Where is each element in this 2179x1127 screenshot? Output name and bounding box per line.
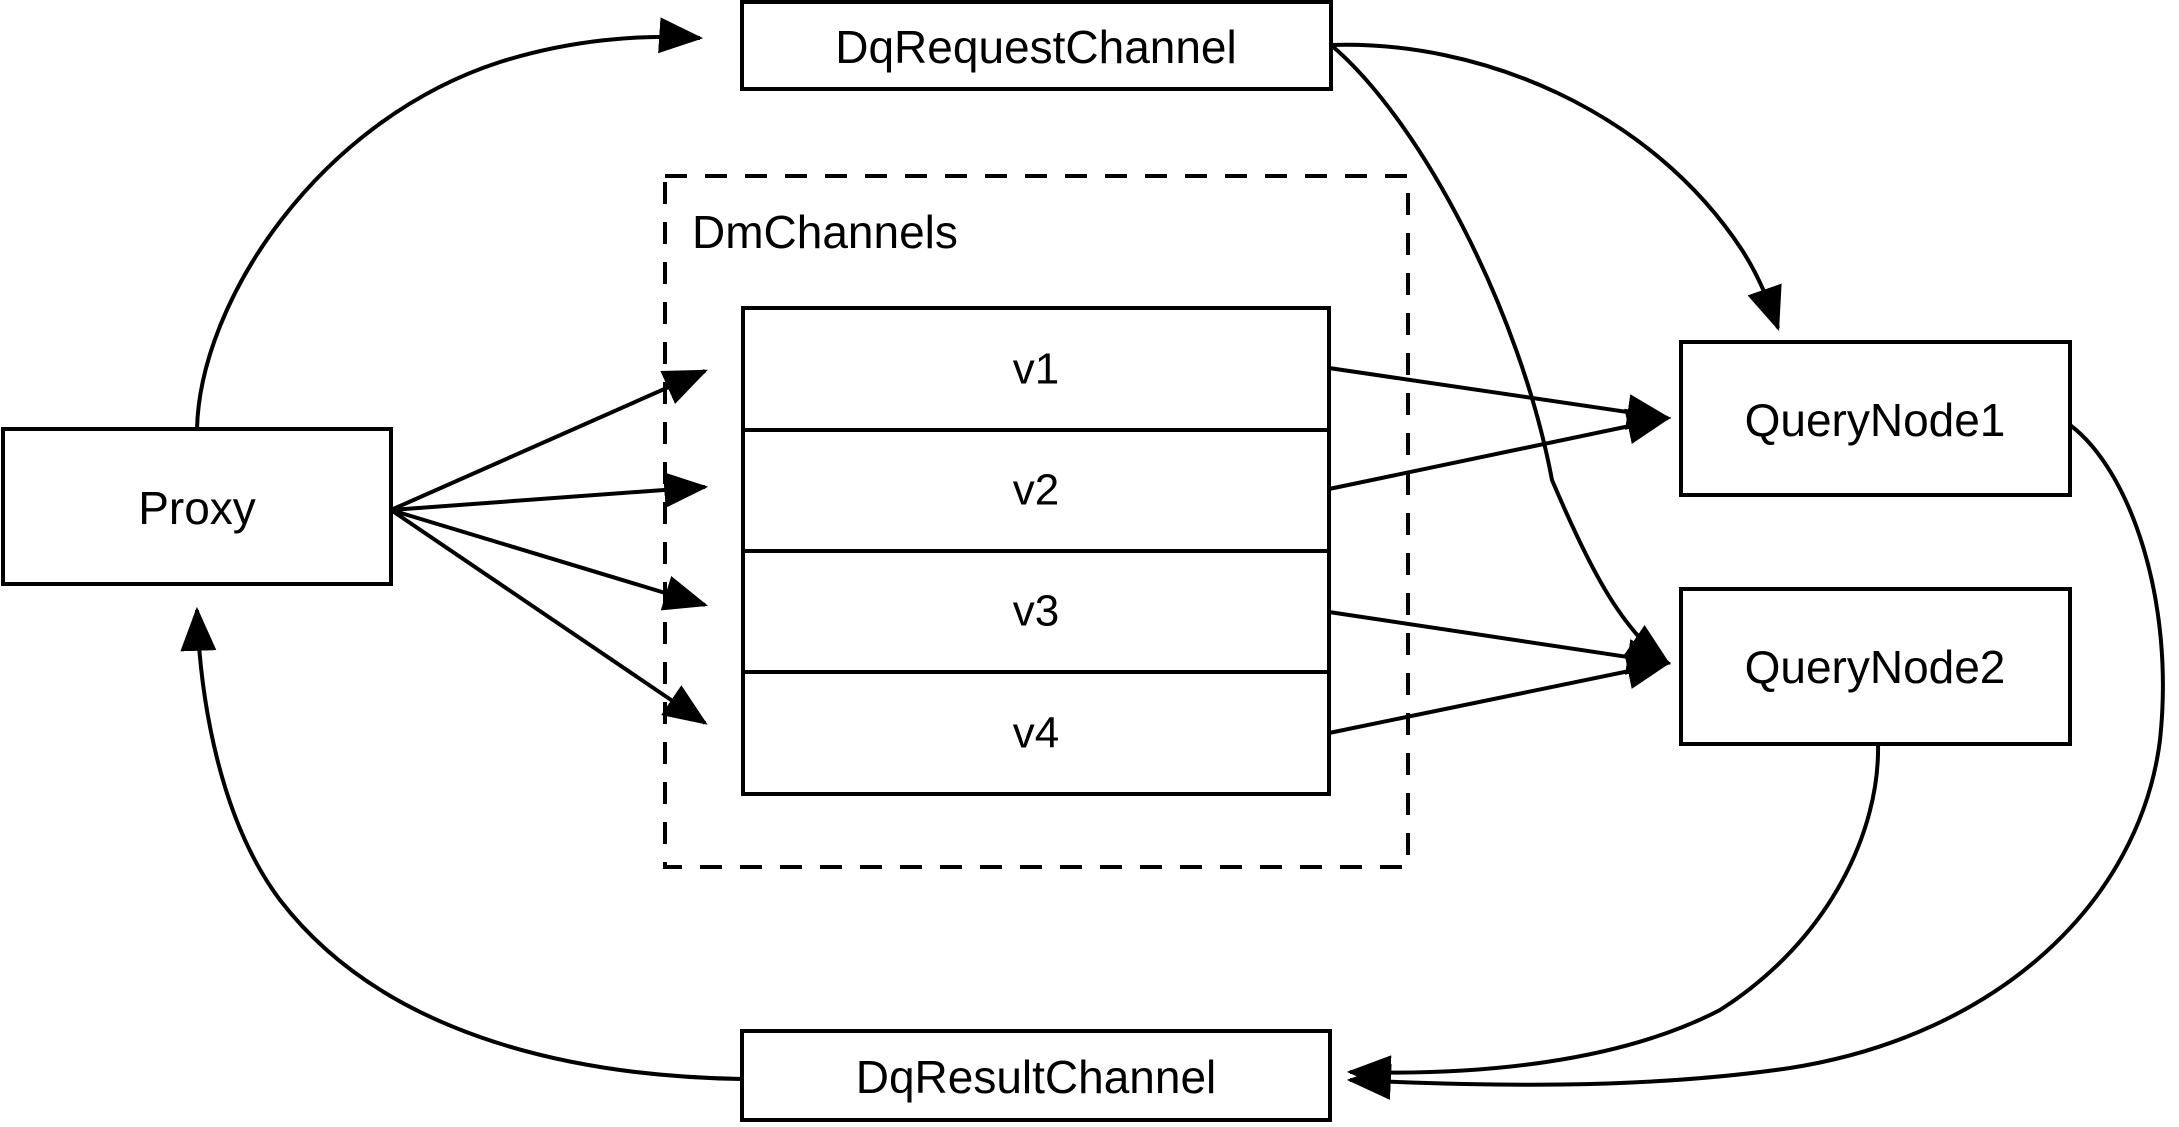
dq-result-channel-label: DqResultChannel xyxy=(856,1051,1217,1103)
channel-slot-v2-label: v2 xyxy=(1013,466,1059,515)
channel-slot-v3-label: v3 xyxy=(1013,587,1059,636)
query-node-1-box[interactable] xyxy=(1679,340,2072,497)
dq-request-channel-label: DqRequestChannel xyxy=(835,21,1237,73)
dm-channels-group xyxy=(663,174,1410,869)
channel-slot-v1[interactable]: v1 xyxy=(1013,345,1059,394)
node-query-node-1[interactable]: QueryNode1 xyxy=(1679,340,2072,497)
proxy-label: Proxy xyxy=(138,482,256,534)
edge-querynode2-to-dqresultchannel xyxy=(1346,743,1881,1092)
channel-slot-v4[interactable]: v4 xyxy=(1013,709,1059,758)
node-proxy[interactable]: Proxy xyxy=(1,427,393,586)
query-node-1-label: QueryNode1 xyxy=(1745,394,2006,446)
dq-result-channel-box[interactable] xyxy=(740,1029,1332,1122)
channel-slot-v1-label: v1 xyxy=(1013,345,1059,394)
channel-slot-v2[interactable]: v2 xyxy=(1013,466,1059,515)
node-dq-request-channel[interactable]: DqRequestChannel xyxy=(740,0,1333,91)
dm-channel-slot-stack: v1 v2 v3 v4 xyxy=(741,306,1331,796)
query-node-2-box[interactable] xyxy=(1679,587,2072,746)
proxy-box[interactable] xyxy=(1,427,393,586)
edge-dqrequestchannel-to-querynode2 xyxy=(1329,43,1671,665)
edge-v2-to-querynode1 xyxy=(1328,408,1672,491)
node-dq-result-channel[interactable]: DqResultChannel xyxy=(740,1029,1332,1122)
edge-v1-to-querynode1 xyxy=(1328,366,1672,430)
edge-v3-to-querynode2 xyxy=(1328,610,1672,675)
edge-dqrequestchannel-to-querynode1 xyxy=(1330,42,1782,332)
dm-channels-label: DmChannels xyxy=(692,206,958,258)
query-node-2-label: QueryNode2 xyxy=(1745,641,2006,693)
edge-proxy-to-v3 xyxy=(390,508,709,611)
edge-proxy-to-v2 xyxy=(390,472,709,512)
channel-slot-v3[interactable]: v3 xyxy=(1013,587,1059,636)
edge-dqresultchannel-to-proxy xyxy=(180,606,743,1081)
edge-proxy-to-v1 xyxy=(390,369,708,512)
dq-request-channel-box[interactable] xyxy=(740,0,1333,91)
edge-v4-to-querynode2 xyxy=(1328,653,1672,735)
node-query-node-2[interactable]: QueryNode2 xyxy=(1679,587,2072,746)
edge-proxy-to-dqrequestchannel xyxy=(195,17,704,430)
edge-proxy-to-v4 xyxy=(389,508,708,725)
edge-querynode1-to-dqresultchannel xyxy=(1346,423,2165,1100)
channel-slot-v4-label: v4 xyxy=(1013,709,1059,758)
